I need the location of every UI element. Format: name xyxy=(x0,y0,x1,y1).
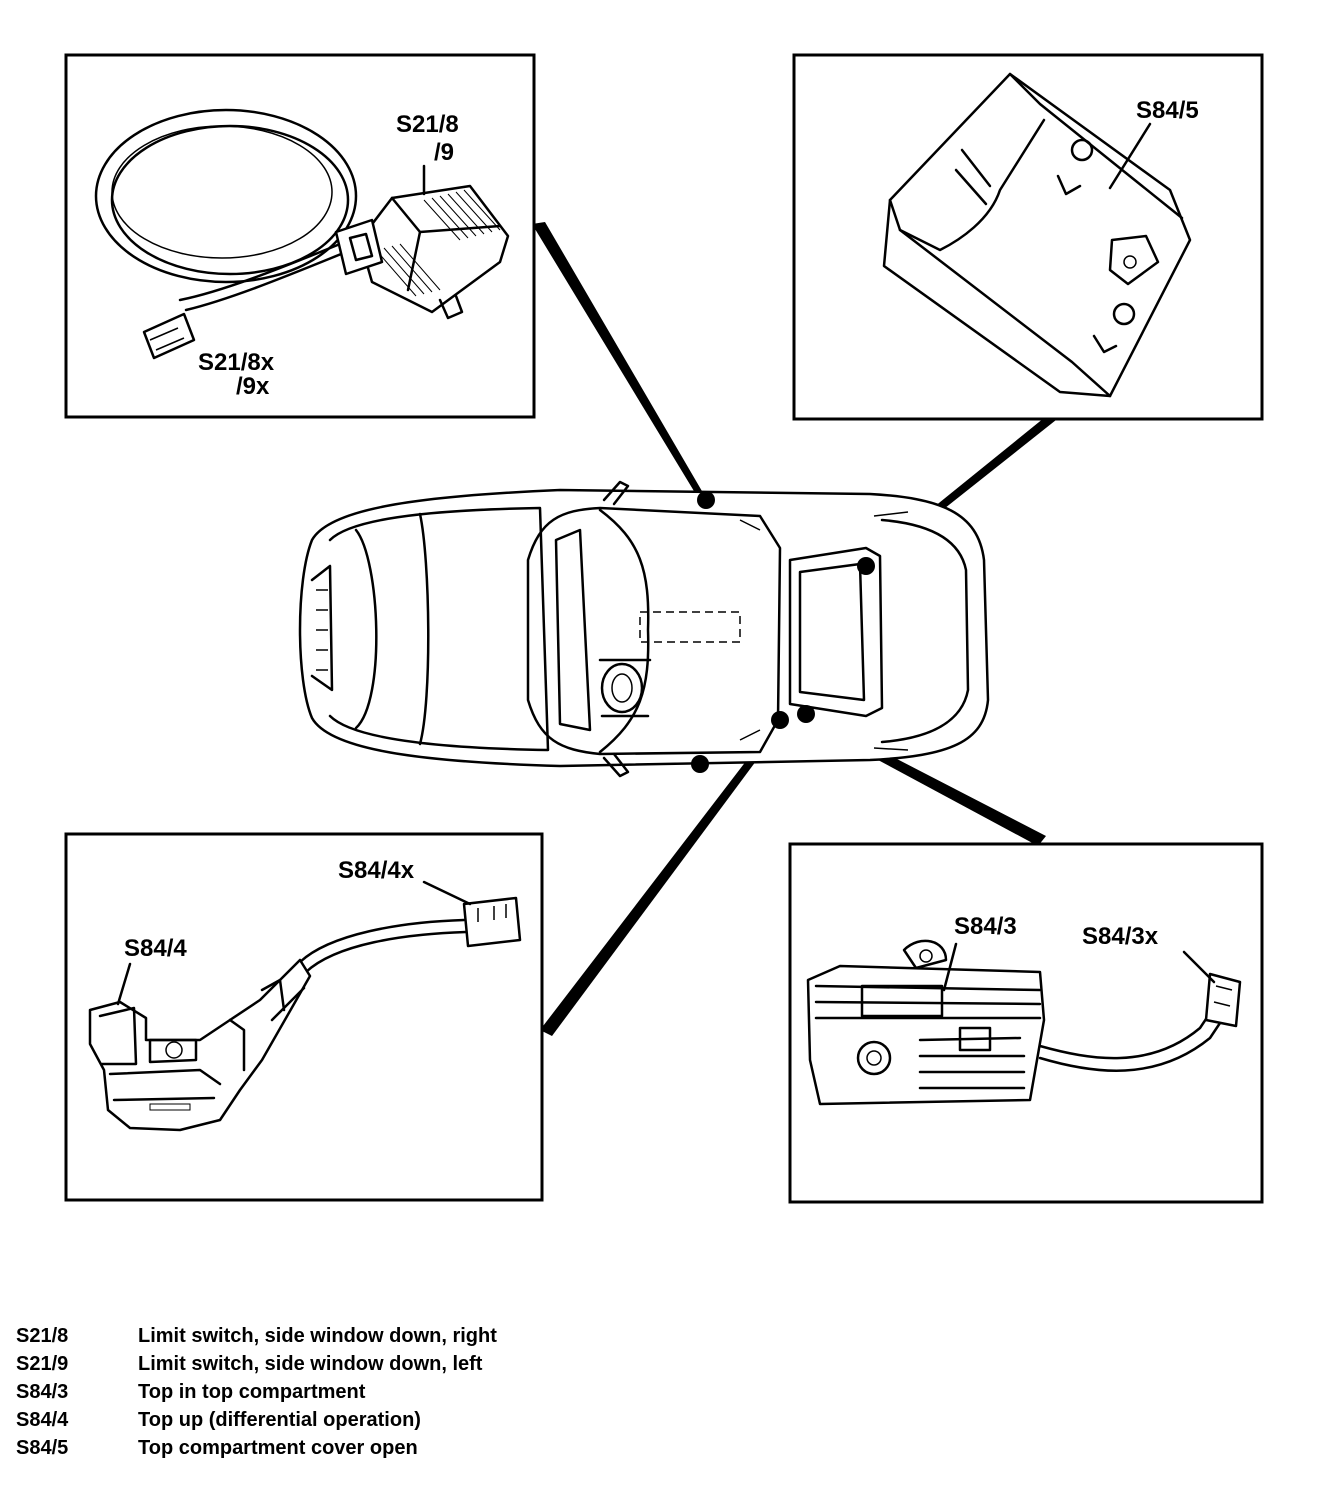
legend-row: S21/8 Limit switch, side window down, ri… xyxy=(16,1322,616,1350)
leader-wedge-s21 xyxy=(532,222,706,501)
switch-housing-s84-5 xyxy=(882,72,1192,398)
marker-s84-5 xyxy=(857,557,875,575)
label-s21-9x: /9x xyxy=(236,373,270,400)
cable-s84-4 xyxy=(298,918,466,964)
label-s84-4x: S84/4x xyxy=(338,857,415,884)
connector-s84-3x xyxy=(1204,972,1242,1028)
legend-row: S84/4 Top up (differential operation) xyxy=(16,1406,616,1434)
legend-description: Top up (differential operation) xyxy=(138,1408,421,1431)
label-pointer-s84-3x xyxy=(1182,950,1216,984)
switch-bracket-s84-4 xyxy=(88,958,312,1132)
legend-row: S84/5 Top compartment cover open xyxy=(16,1434,616,1462)
leader-wedge-s84-4 xyxy=(540,722,782,1036)
callout-s84-5-cover-switch: S84/5 xyxy=(792,53,1264,421)
car-seat-left xyxy=(600,662,644,714)
label-s84-4: S84/4 xyxy=(124,935,187,962)
connector-s21-8x xyxy=(142,312,196,360)
legend-code: S21/8 xyxy=(16,1324,69,1347)
connector-s84-4x xyxy=(462,896,522,948)
callout-s21-window-switch: S21/8 /9 S21/8x /9x xyxy=(64,53,536,419)
cable-s84-3 xyxy=(1038,1008,1214,1060)
legend-description: Limit switch, side window down, right xyxy=(138,1324,497,1347)
label-pointer-s84-4 xyxy=(116,962,132,1006)
legend-row: S21/9 Limit switch, side window down, le… xyxy=(16,1350,616,1378)
switch-housing-s84-3 xyxy=(806,939,1046,1106)
legend-description: Limit switch, side window down, left xyxy=(138,1352,483,1375)
legend-code: S84/4 xyxy=(16,1408,69,1431)
marker-s21-9 xyxy=(691,755,709,773)
label-s84-3x: S84/3x xyxy=(1082,923,1159,950)
legend-description: Top in top compartment xyxy=(138,1380,366,1403)
legend-code: S84/5 xyxy=(16,1436,69,1459)
label-s21-8: S21/8 xyxy=(396,111,459,138)
legend: S21/8 Limit switch, side window down, ri… xyxy=(16,1322,616,1462)
marker-s84-4 xyxy=(771,711,789,729)
marker-s84-3 xyxy=(797,705,815,723)
switch-housing-s21 xyxy=(334,184,510,320)
car-top-view xyxy=(298,480,990,778)
car-top-compartment xyxy=(788,546,884,718)
label-s84-3: S84/3 xyxy=(954,913,1017,940)
label-s84-5: S84/5 xyxy=(1136,97,1199,124)
callout-s84-4-top-up-switch: S84/4x S84/4 xyxy=(64,832,544,1202)
label-pointer-s84-4x xyxy=(422,880,472,906)
cable-coil xyxy=(94,108,358,312)
label-s21-8x: S21/8x xyxy=(198,349,275,376)
legend-code: S21/9 xyxy=(16,1352,69,1375)
label-s21-9: /9 xyxy=(434,139,454,166)
callout-s84-3-top-compartment-switch: S84/3 S84/3x xyxy=(788,842,1264,1204)
label-pointer-s84-3 xyxy=(942,942,958,992)
label-pointer-s84-5 xyxy=(1108,122,1152,190)
legend-code: S84/3 xyxy=(16,1380,69,1403)
legend-description: Top compartment cover open xyxy=(138,1436,418,1459)
marker-s21-8 xyxy=(697,491,715,509)
legend-row: S84/3 Top in top compartment xyxy=(16,1378,616,1406)
car-body-outline xyxy=(298,488,990,768)
